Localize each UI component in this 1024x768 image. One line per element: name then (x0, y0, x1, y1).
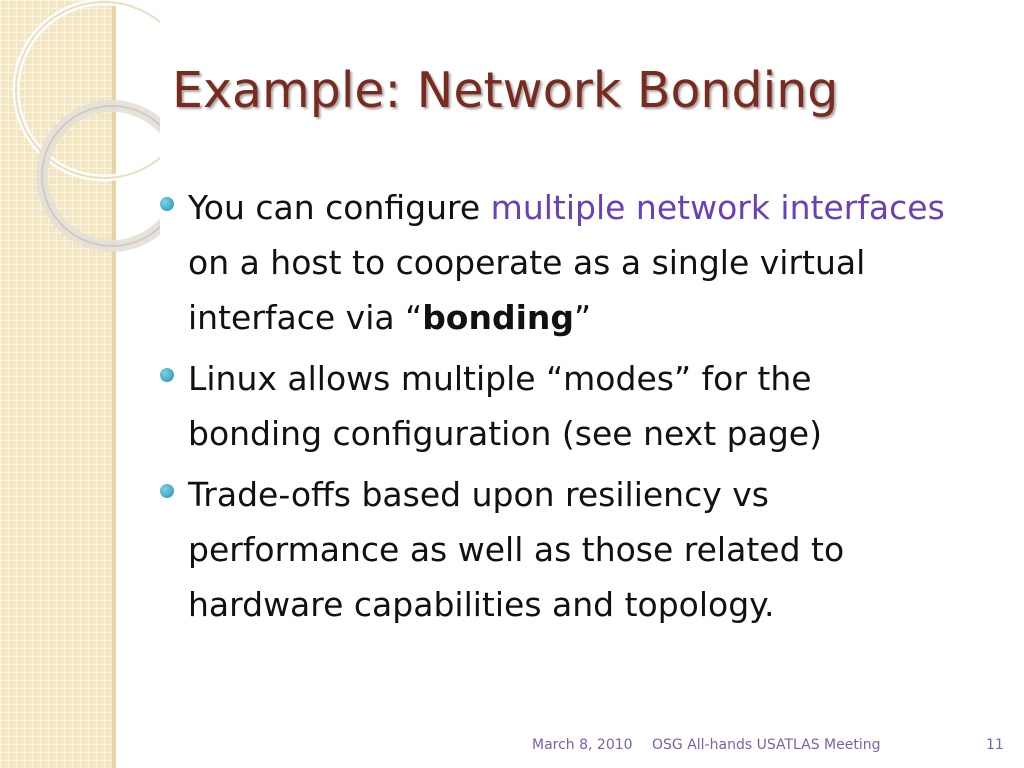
decorative-circles (12, 0, 160, 252)
bullet-dot-icon (160, 197, 174, 211)
footer-date: March 8, 2010 (532, 737, 633, 753)
footer-event: OSG All-hands USATLAS Meeting (652, 737, 881, 753)
bold-term: bonding (422, 298, 575, 337)
bullet-list: You can configure multiple network inter… (158, 180, 948, 638)
bullet-dot-icon (160, 368, 174, 382)
bullet-text: Linux allows multiple “modes” for the bo… (188, 359, 822, 453)
bullet-text: ” (574, 298, 592, 337)
bullet-item: Trade-offs based upon resiliency vs perf… (158, 467, 948, 632)
bullet-dot-icon (160, 484, 174, 498)
side-band-edge (112, 0, 116, 768)
bullet-text: Trade-offs based upon resiliency vs perf… (188, 475, 845, 624)
highlighted-term: multiple network interfaces (490, 188, 945, 227)
slide-title: Example: Network Bonding (172, 62, 839, 119)
bullet-text: on a host to cooperate as a single virtu… (188, 243, 866, 337)
bullet-item: You can configure multiple network inter… (158, 180, 948, 345)
slide-number: 11 (986, 737, 1004, 753)
bullet-text: You can configure (188, 188, 491, 227)
bullet-item: Linux allows multiple “modes” for the bo… (158, 351, 948, 461)
